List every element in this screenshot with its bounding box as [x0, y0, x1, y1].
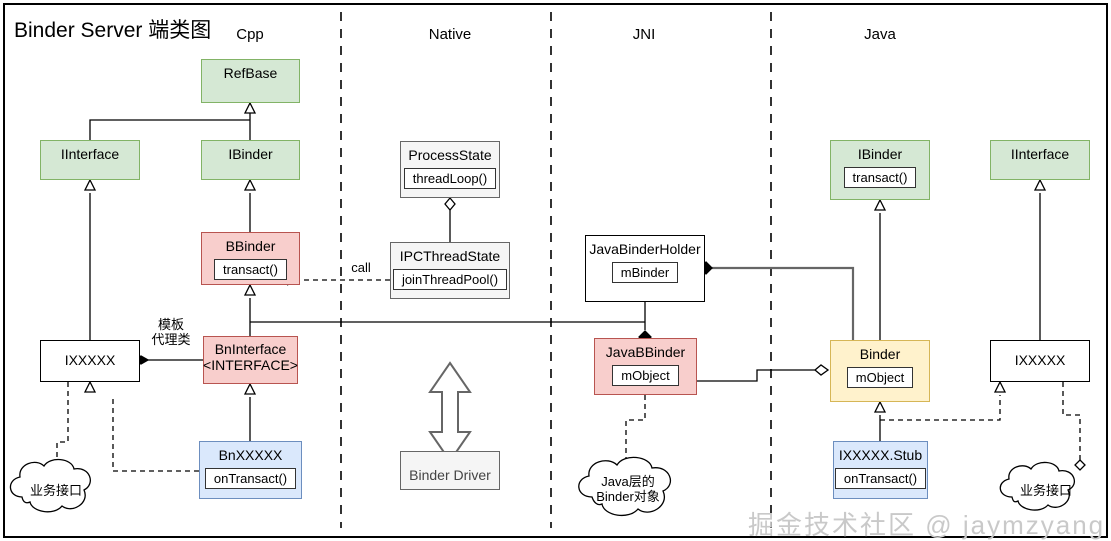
class-node-ibinder-java[interactable]: IBinder transact() — [830, 140, 930, 200]
class-name: IPCThreadState — [399, 248, 501, 264]
class-node-ibinder-cpp[interactable]: IBinder — [201, 140, 300, 180]
class-node-processstate[interactable]: ProcessState threadLoop() — [400, 141, 500, 198]
class-node-binder-java[interactable]: Binder mObject — [830, 340, 930, 402]
class-name: IInterface — [60, 146, 120, 162]
class-name: IBinder — [857, 146, 903, 162]
class-name: BBinder — [225, 238, 276, 254]
class-name: JavaBBinder — [605, 344, 686, 360]
member-transact[interactable]: transact() — [214, 259, 287, 281]
class-name: IXXXXX.Stub — [838, 447, 923, 463]
member-ontransact-java[interactable]: onTransact() — [834, 468, 927, 490]
class-name: JavaBinderHolder — [589, 241, 701, 257]
class-node-refbase[interactable]: RefBase — [201, 59, 300, 103]
class-node-binder-driver[interactable]: Binder Driver — [400, 451, 500, 490]
column-header-jni: JNI — [632, 26, 656, 43]
edge-label-call: call — [351, 260, 371, 275]
diagram-title: Binder Server 端类图 — [14, 19, 212, 42]
class-node-ixxxxx-cpp[interactable]: IXXXXX — [40, 340, 140, 382]
member-transact-java[interactable]: transact() — [843, 167, 917, 189]
edge-label-proxy: 模板 代理类 — [151, 317, 191, 347]
class-name: IXXXXX — [1014, 352, 1066, 368]
class-name: IXXXXX — [64, 352, 116, 368]
column-header-java: Java — [864, 26, 896, 43]
column-header-cpp: Cpp — [236, 26, 264, 43]
class-name: BnXXXXX — [218, 447, 283, 463]
member-jointhreadpool[interactable]: joinThreadPool() — [392, 269, 508, 291]
member-threadloop[interactable]: threadLoop() — [403, 168, 497, 190]
class-name: RefBase — [223, 65, 278, 81]
watermark: 掘金技术社区 @ jaymzyang — [748, 510, 1106, 540]
class-node-ipcthreadstate[interactable]: IPCThreadState joinThreadPool() — [390, 242, 510, 299]
class-name: IInterface — [1010, 146, 1070, 162]
class-node-iinterface-java[interactable]: IInterface — [990, 140, 1090, 180]
member-mobject[interactable]: mObject — [612, 365, 679, 387]
class-node-bbinder[interactable]: BBinder transact() — [201, 232, 300, 285]
member-mobject-java[interactable]: mObject — [846, 367, 914, 389]
class-node-javabbinder[interactable]: JavaBBinder mObject — [594, 338, 697, 395]
class-name: BnInterface <INTERFACE> — [203, 341, 298, 374]
class-node-javabinderholder[interactable]: JavaBinderHolder mBinder — [585, 235, 705, 302]
class-name: Binder — [859, 346, 901, 362]
class-name: Binder Driver — [409, 466, 491, 483]
member-ontransact[interactable]: onTransact() — [204, 468, 297, 490]
column-header-native: Native — [428, 26, 472, 43]
class-node-iinterface-cpp[interactable]: IInterface — [40, 140, 140, 180]
class-name: IBinder — [228, 146, 273, 162]
class-node-ixxxxx-stub[interactable]: IXXXXX.Stub onTransact() — [833, 441, 928, 499]
diagram-frame — [3, 3, 1108, 538]
class-node-ixxxxx-java[interactable]: IXXXXX — [990, 340, 1090, 382]
member-mbinder[interactable]: mBinder — [611, 262, 679, 284]
class-node-bninterface[interactable]: BnInterface <INTERFACE> — [203, 336, 298, 384]
class-name: ProcessState — [408, 147, 492, 163]
class-node-bnxxxxx[interactable]: BnXXXXX onTransact() — [199, 441, 302, 499]
